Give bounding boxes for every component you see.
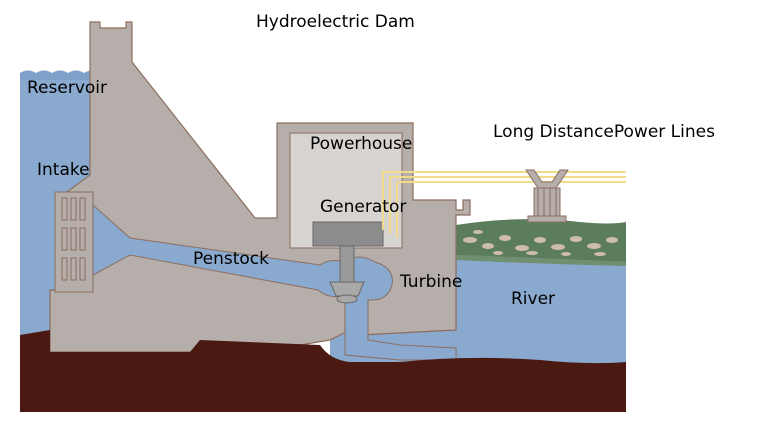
powerhouse-label: Powerhouse xyxy=(310,134,413,154)
reservoir-label: Reservoir xyxy=(27,78,107,98)
intake-label: Intake xyxy=(37,160,90,180)
power-lines-label: Long DistancePower Lines xyxy=(493,122,715,142)
intake-grate xyxy=(54,191,94,293)
dam-body xyxy=(49,21,471,353)
ground xyxy=(20,330,626,412)
turbine-runner xyxy=(329,281,365,297)
diagram-title: Hydroelectric Dam xyxy=(256,12,415,32)
turbine-label: Turbine xyxy=(400,272,463,292)
penstock-label: Penstock xyxy=(193,249,269,269)
turbine-hub xyxy=(336,294,358,304)
turbine-housing xyxy=(344,256,457,361)
river-label: River xyxy=(511,289,556,309)
generator-shaft xyxy=(339,245,355,283)
generator-housing xyxy=(312,221,384,247)
river-bank-lower xyxy=(456,255,626,266)
bank-rocks xyxy=(463,230,618,256)
generator-label: Generator xyxy=(320,197,407,217)
reservoir-waves xyxy=(20,70,100,80)
transmission-tower xyxy=(525,169,569,223)
